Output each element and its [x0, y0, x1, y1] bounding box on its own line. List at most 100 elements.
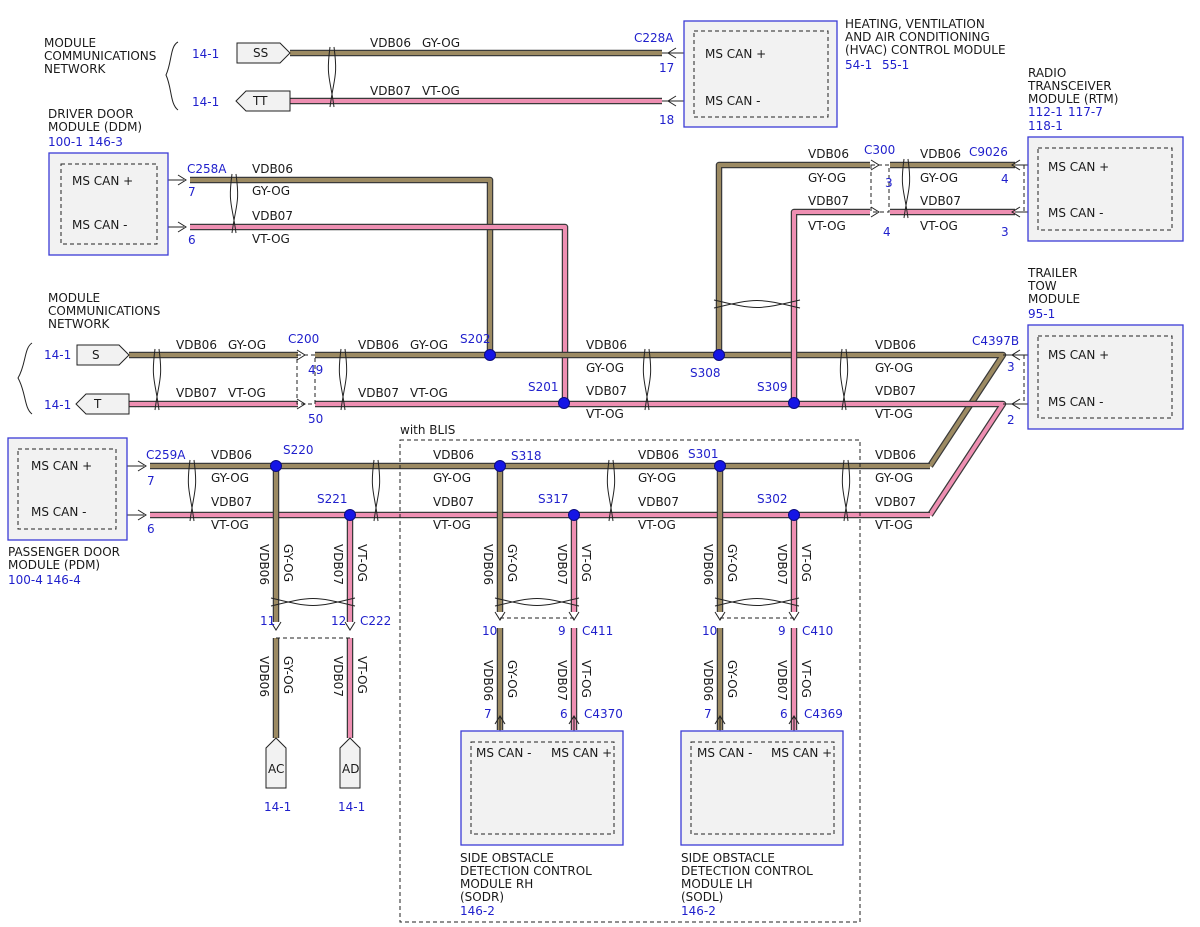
drop-sodl-arrow-gy: [714, 611, 726, 621]
c410-connector[interactable]: C410: [802, 624, 833, 638]
ttm-module-box[interactable]: [1027, 324, 1184, 430]
terminal-ac-shape[interactable]: [265, 737, 287, 789]
pdm-module-box[interactable]: [7, 437, 128, 541]
ttm-pin-minus: 2: [1007, 413, 1015, 427]
rtm-gy-og-b: GY-OG: [920, 171, 958, 185]
splice-s309-label[interactable]: S309: [757, 380, 788, 394]
drop-pdm-vt-og-u: VT-OG: [355, 544, 369, 582]
pin-shape-s: [76, 344, 130, 366]
drop-pdm-gy-og-l: GY-OG: [281, 656, 295, 694]
splice-s301: [714, 460, 726, 472]
twist-bus-3-a: [642, 348, 650, 411]
twist-bus-1-b: [154, 348, 162, 411]
sodr-ref[interactable]: 146-2: [460, 904, 495, 918]
sodr-connector[interactable]: C4370: [584, 707, 623, 721]
sodl-connector[interactable]: C4369: [804, 707, 843, 721]
c300-connector[interactable]: C300: [864, 143, 895, 157]
rtm-ref-3[interactable]: 118-1: [1028, 119, 1063, 133]
splice-s318-label[interactable]: S318: [511, 449, 542, 463]
ttm-ref-1[interactable]: 95-1: [1028, 307, 1055, 321]
twist-low-3-a: [606, 459, 614, 522]
low-vdb06-1: VDB06: [211, 448, 252, 462]
ddm-arrow-plus: [177, 174, 187, 186]
ddm-ref-2[interactable]: 146-3: [88, 135, 123, 149]
pdm-title-1: PASSENGER DOOR: [8, 545, 120, 559]
bus-gy-og-2: GY-OG: [410, 338, 448, 352]
twist-low-1-b: [189, 459, 197, 522]
top-gy-og: GY-OG: [422, 36, 460, 50]
drop-sodl-vt-og-u: VT-OG: [799, 544, 813, 582]
rtm-connector[interactable]: C9026: [969, 145, 1008, 159]
c222-connector[interactable]: C222: [360, 614, 391, 628]
rtm-module-box[interactable]: [1027, 136, 1184, 242]
twist-rtm-vert-b: [713, 300, 801, 309]
rtm-ref-1[interactable]: 112-1: [1028, 105, 1063, 119]
mcn-top-title-3: NETWORK: [44, 62, 107, 76]
c411-connector[interactable]: C411: [582, 624, 613, 638]
ttm-module: TRAILER TOW MODULE 95-1 MS CAN + MS CAN …: [972, 266, 1184, 430]
pdm-ref-1[interactable]: 100-4: [8, 573, 43, 587]
terminal-ad-ref[interactable]: 14-1: [338, 800, 365, 814]
drop-pdm-gy-og-u: GY-OG: [281, 544, 295, 582]
hvac-connector[interactable]: C228A: [634, 31, 674, 45]
drop-sodr-vdb07-l: VDB07: [555, 660, 569, 701]
ttm-connector[interactable]: C4397B: [972, 334, 1019, 348]
bus-vdb07-4: VDB07: [875, 384, 916, 398]
rtm-ref-2[interactable]: 117-7: [1068, 105, 1103, 119]
splice-s301-label[interactable]: S301: [688, 447, 719, 461]
sodr-module-box[interactable]: [460, 730, 624, 846]
mcn-mid-ref-minus[interactable]: 14-1: [44, 398, 71, 412]
rtm-vdb06-a: VDB06: [808, 147, 849, 161]
splice-s302-label[interactable]: S302: [757, 492, 788, 506]
sodr-title-3: MODULE RH: [460, 877, 533, 891]
splice-s308-label[interactable]: S308: [690, 366, 721, 380]
sodr-module: 7 6 C4370 MS CAN - MS CAN + SIDE OBSTACL…: [460, 707, 624, 918]
drop-sodl-vdb06-u: VDB06: [701, 544, 715, 585]
splice-s317-label[interactable]: S317: [538, 492, 569, 506]
splice-s309: [788, 397, 800, 409]
splice-s201-label[interactable]: S201: [528, 380, 559, 394]
ddm-ref-1[interactable]: 100-1: [48, 135, 83, 149]
rtm-title-3: MODULE (RTM): [1028, 92, 1118, 106]
mcn-mid-ref-plus[interactable]: 14-1: [44, 348, 71, 362]
mcn-top-ref-plus[interactable]: 14-1: [192, 47, 219, 61]
drop-pdm-arrow-vt: [344, 621, 356, 631]
low-vt-og-3: VT-OG: [638, 518, 676, 532]
wire-ddm-gy-outline: [190, 176, 494, 354]
drop-pdm-twist-a: [270, 597, 356, 606]
lower-connectors: 11 12 C222 10 9 C411 10 9 C410: [260, 614, 833, 638]
twist-top-a: [327, 46, 335, 108]
terminal-ad-shape[interactable]: [339, 737, 361, 789]
sodl-ref[interactable]: 146-2: [681, 904, 716, 918]
sodl-pin-gy: 7: [704, 707, 712, 721]
pdm-ref-2[interactable]: 146-4: [46, 573, 81, 587]
ddm-vdb07: VDB07: [252, 209, 293, 223]
c411-pin-a: 10: [482, 624, 497, 638]
terminal-ad-label: AD: [342, 762, 359, 776]
sodr-title-1: SIDE OBSTACLE: [460, 851, 554, 865]
drop-sodr-arrow-vt: [568, 611, 580, 621]
pdm-connector[interactable]: C259A: [146, 448, 186, 462]
hvac-arrow-plus: [667, 47, 677, 59]
splice-s221: [344, 509, 356, 521]
mcn-top-block: MODULE COMMUNICATIONS NETWORK 14-1 14-1 …: [44, 36, 291, 112]
hvac-module-box[interactable]: [683, 20, 838, 128]
ddm-title-1: DRIVER DOOR: [48, 107, 134, 121]
sodl-module-box[interactable]: [680, 730, 844, 846]
ddm-module-box[interactable]: [48, 152, 169, 256]
rtm-title-2: TRANSCEIVER: [1027, 79, 1112, 93]
splice-s220-label[interactable]: S220: [283, 443, 314, 457]
hvac-pin-minus: 18: [659, 113, 674, 127]
terminal-ac-ref[interactable]: 14-1: [264, 800, 291, 814]
blis-label: with BLIS: [400, 423, 455, 437]
c200-connector[interactable]: C200: [288, 332, 319, 346]
sodl-title-3: MODULE LH: [681, 877, 753, 891]
splice-s202-label[interactable]: S202: [460, 332, 491, 346]
splice-s221-label[interactable]: S221: [317, 492, 348, 506]
ttm-arrow-plus: [1011, 349, 1021, 361]
hvac-ref-2[interactable]: 55-1: [882, 58, 909, 72]
ddm-connector[interactable]: C258A: [187, 162, 227, 176]
mcn-mid-title-2: COMMUNICATIONS: [48, 304, 160, 318]
hvac-ref-1[interactable]: 54-1: [845, 58, 872, 72]
mcn-top-ref-minus[interactable]: 14-1: [192, 95, 219, 109]
